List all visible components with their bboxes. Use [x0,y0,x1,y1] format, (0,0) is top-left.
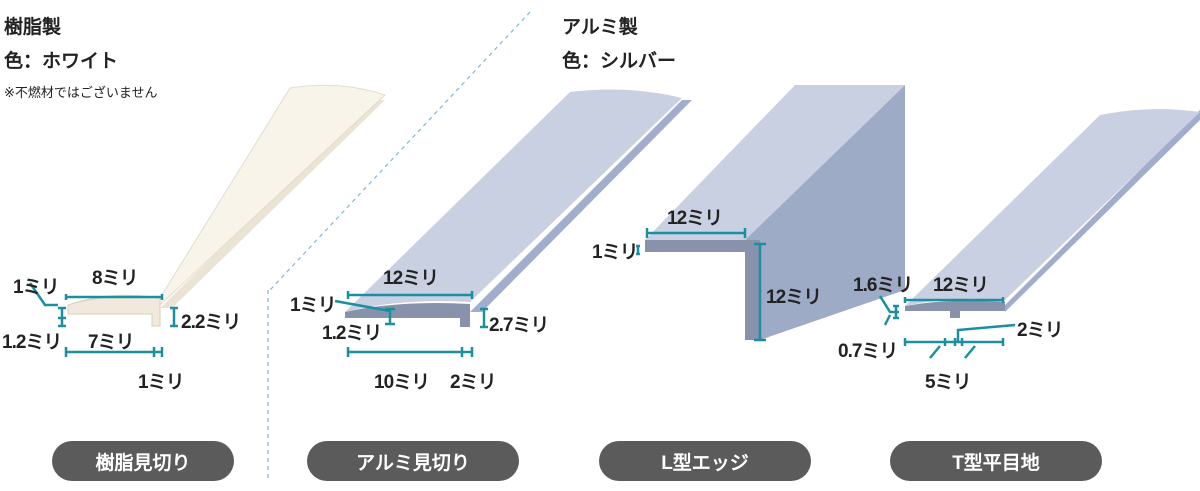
dim-label: 2.7ミリ [489,315,549,336]
dim-label: 1ミリ [138,372,185,393]
resin-trim-shape [67,84,386,327]
aluminum-trim-label: アルミ見切り [307,441,519,481]
t-joint-label: T型平目地 [890,441,1102,481]
dim-label: 1ミリ [592,242,639,263]
resin-trim-label: 樹脂見切り [52,441,234,481]
dimension-lines [28,228,1016,359]
aluminum-title: アルミ製 [562,17,638,38]
dim-label: 1.2ミリ [2,332,62,353]
dim-label: 2ミリ [450,372,497,393]
dim-label: 12ミリ [667,208,723,229]
dim-label: 12ミリ [383,268,439,289]
dim-label: 1.6ミリ [853,275,913,296]
resin-note: ※不燃材ではございません [4,85,158,100]
dim-label: 8ミリ [92,268,139,289]
dim-label: 2.2ミリ [181,312,241,333]
resin-color: 色：ホワイト [4,51,119,72]
dim-label: 12ミリ [766,287,822,308]
aluminum-trim-shape [345,89,692,327]
dim-label: 0.7ミリ [838,341,898,362]
aluminum-color: 色：シルバー [562,51,677,72]
l-edge-label: L型エッジ [599,441,811,481]
t-joint-shape [905,109,1200,318]
dim-label: 7ミリ [88,332,135,353]
dim-label: 2ミリ [1017,320,1064,341]
resin-title: 樹脂製 [4,17,62,38]
dim-label: 1ミリ [13,277,60,298]
l-edge-shape [645,85,905,340]
dim-label: 1ミリ [290,295,337,316]
dim-label: 10ミリ [374,372,430,393]
dim-label: 5ミリ [925,372,972,393]
dim-label: 1.2ミリ [322,323,382,344]
dim-label: 12ミリ [933,275,989,296]
